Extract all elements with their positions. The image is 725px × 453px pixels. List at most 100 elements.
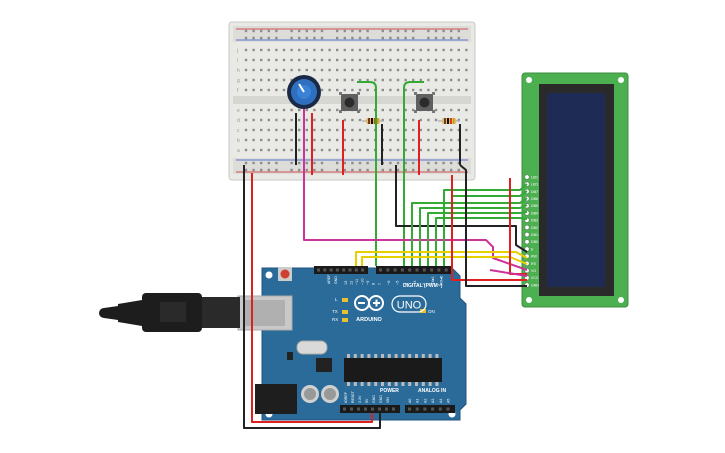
lcd-pin-label: DB5 — [531, 204, 538, 208]
row-letter: e — [237, 108, 240, 114]
digital-pin-label: ~5 — [396, 281, 400, 285]
lcd-pin-label: LED — [531, 175, 538, 179]
digital-pin-label: 2 — [422, 283, 426, 285]
microcontroller-chip — [344, 358, 442, 382]
power-pin-label: 3.3V — [358, 395, 362, 403]
breadboard-holes — [244, 29, 468, 172]
arduino-board: UNO ARDUINO DIGITAL (PWM~) POWER ANALOG … — [237, 266, 467, 421]
lcd-pin — [524, 224, 530, 230]
digital-pin-label: RX◂0 — [440, 276, 444, 285]
push-button-2[interactable] — [414, 92, 435, 113]
usb-cable — [99, 293, 240, 332]
row-letter: c — [237, 128, 240, 134]
analog-pin-label: A4 — [439, 399, 443, 403]
row-letter: d — [237, 118, 240, 124]
lcd-pin-label: RS — [531, 262, 537, 266]
lcd-pin-label: DB7 — [531, 190, 538, 194]
digital-header-left — [314, 266, 368, 274]
arduino-logo-icon — [354, 295, 384, 311]
power-pin-label: VIN — [386, 397, 390, 403]
lcd-pin-label: VO — [531, 269, 536, 273]
wire-green — [435, 217, 528, 266]
board-brand: ARDUINO — [356, 317, 382, 323]
wire-green — [357, 81, 377, 266]
wire-red — [251, 173, 373, 423]
row-letter: j — [236, 48, 238, 54]
wire-green — [419, 204, 528, 266]
lcd-pin-label: DB3 — [531, 219, 538, 223]
lcd-pin-label: E — [531, 247, 534, 251]
row-letter: h — [237, 68, 240, 74]
wire-yellow — [355, 251, 528, 266]
power-pin-label: RESET — [351, 390, 355, 403]
wire-black — [459, 164, 527, 287]
board-model: UNO — [397, 300, 422, 312]
resistor-2 — [438, 118, 460, 124]
power-jack — [255, 384, 297, 414]
wire-green — [403, 81, 424, 266]
lcd-pin-label: DB0 — [531, 240, 538, 244]
led-rx-label: RX — [332, 317, 338, 322]
digital-pin-label: ~3 — [413, 281, 417, 285]
led-l-label: L — [335, 297, 338, 302]
analog-pin-label: A0 — [408, 399, 412, 403]
wire-green — [443, 183, 528, 266]
row-letter: a — [237, 148, 240, 154]
lcd-pin-label: DB2 — [531, 226, 538, 230]
digital-pin-label: ~6 — [387, 281, 391, 285]
analog-pin-label: A1 — [416, 399, 420, 403]
gnd-label: GND — [334, 276, 338, 284]
push-button-1[interactable] — [339, 92, 360, 113]
breadboard-row-letters: j i h g f e d c b a — [236, 48, 240, 154]
potentiometer[interactable] — [287, 75, 321, 109]
row-letter: g — [237, 78, 240, 84]
analog-pin-label: A2 — [423, 399, 427, 403]
wire-green — [427, 211, 528, 266]
lcd-pin-label: RW — [531, 255, 538, 259]
lcd-pin-label: LED — [531, 183, 538, 187]
lcd-pin-label: GND — [531, 283, 539, 287]
row-letter: b — [237, 138, 240, 144]
power-pin-label: 5V — [365, 398, 369, 403]
digital-label: DIGITAL (PWM~) — [403, 283, 443, 289]
analog-pin-label: A3 — [431, 399, 435, 403]
wire-yellow — [361, 256, 528, 266]
power-pin-label: GND — [379, 395, 383, 403]
wire-magenta — [489, 269, 528, 277]
aref-label: AREF — [327, 275, 331, 284]
lcd-pin — [524, 232, 530, 238]
digital-header-right — [376, 266, 452, 274]
digital-pin-label: ~10 — [361, 279, 365, 285]
power-header — [340, 405, 400, 413]
row-letter: f — [237, 88, 239, 94]
wire-black — [395, 165, 528, 253]
wires — [243, 81, 528, 429]
lcd-screen — [547, 93, 605, 287]
wire-magenta — [303, 109, 528, 271]
digital-pin-label: 12 — [350, 281, 354, 285]
lcd-pin-label: DB1 — [531, 233, 538, 237]
digital-pin-label: ~9 — [366, 281, 370, 285]
digital-pin-label: 13 — [344, 281, 348, 285]
digital-pin-label: ~11 — [355, 279, 359, 285]
lcd-pin-label: DB6 — [531, 197, 538, 201]
wire-black — [243, 165, 381, 429]
lcd-pin-label: VCC — [531, 276, 539, 280]
digital-pin-label: 4 — [404, 283, 408, 285]
lcd-pin-label: DB4 — [531, 211, 538, 215]
on-label: ON — [428, 309, 435, 314]
digital-pin-label: TX▸1 — [431, 276, 435, 285]
power-pin-label: GND — [372, 395, 376, 403]
lcd-pin — [524, 239, 530, 245]
analog-header — [405, 405, 455, 413]
power-pin-label: IOREF — [344, 391, 348, 403]
row-letter: i — [237, 58, 238, 64]
digital-pin-label: 8 — [372, 283, 376, 285]
lcd-pin — [524, 174, 530, 180]
digital-pin-label: 7 — [378, 283, 382, 285]
wire-red — [451, 175, 527, 281]
led-tx-label: TX — [332, 309, 338, 314]
power-label: POWER — [380, 388, 399, 394]
